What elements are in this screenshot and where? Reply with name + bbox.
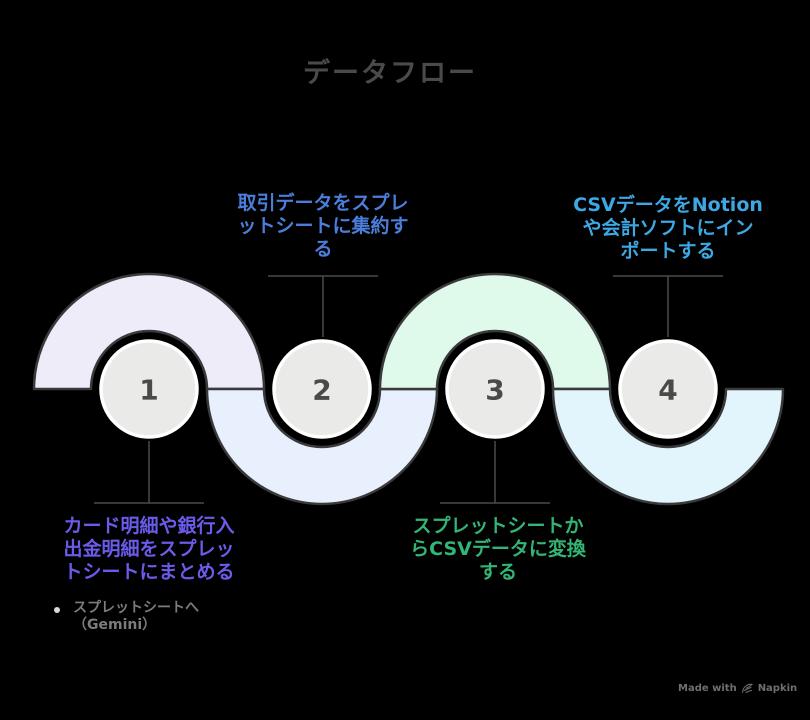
step-2-label-line: ットシートに集約す <box>237 215 409 237</box>
step-4-label-line: ポートする <box>620 240 716 262</box>
step-1-connector <box>94 441 204 504</box>
step-1-label-line: 出金明細をスプレッ <box>63 538 235 560</box>
step-3-label-line: する <box>478 561 517 583</box>
step-2-label-line: る <box>313 238 333 260</box>
step-2-arc <box>205 387 439 506</box>
step-4-label-line: や会計ソフトにイン <box>582 217 754 239</box>
step-1-label-line: カード明細や銀行入 <box>63 515 235 537</box>
step-1-label-line: トシートにまとめる <box>63 561 235 583</box>
step-1-sub-bullet-text: スプレットシートへ （Gemini） <box>73 600 199 634</box>
step-4-label: CSVデータをNotion や会計ソフトにイン ポートする <box>553 194 783 263</box>
step-1-arc <box>32 272 266 391</box>
step-1-circle <box>99 339 199 439</box>
step-2-circle <box>272 339 372 439</box>
napkin-brand-text: Napkin <box>757 683 798 694</box>
step-2-label: 取引データをスプレ ットシートに集約す る <box>208 192 438 261</box>
step-3-label: スプレットシートか らCSVデータに変換 する <box>383 515 613 584</box>
step-3-connector <box>440 441 550 504</box>
step-3-arc <box>378 272 612 391</box>
step-4-connector <box>613 275 723 337</box>
made-with-napkin-attribution: Made with Napkin <box>678 682 797 695</box>
sub-bullet-line: スプレットシートへ <box>73 600 199 616</box>
step-4-arc <box>551 387 785 506</box>
step-1-label: カード明細や銀行入 出金明細をスプレッ トシートにまとめる <box>34 515 264 584</box>
step-3-label-line: スプレットシートか <box>412 515 584 537</box>
step-3-label-line: らCSVデータに変換 <box>410 538 586 560</box>
sub-bullet-line: （Gemini） <box>73 617 157 633</box>
step-1-sub-bullet: スプレットシートへ （Gemini） <box>54 600 199 634</box>
step-2-number: 2 <box>312 374 331 407</box>
step-2-label-line: 取引データをスプレ <box>237 192 409 214</box>
step-3-circle <box>445 339 545 439</box>
step-4-circle <box>618 339 718 439</box>
bullet-dot-icon <box>54 607 60 613</box>
step-1-number: 1 <box>139 374 158 407</box>
step-3-number: 3 <box>485 374 504 407</box>
step-2-connector <box>268 275 378 337</box>
made-with-text: Made with <box>678 683 737 694</box>
napkin-logo-icon <box>741 683 753 694</box>
step-4-number: 4 <box>658 374 677 407</box>
diagram-title: データフロー <box>303 58 477 89</box>
step-4-label-line: CSVデータをNotion <box>573 194 763 216</box>
